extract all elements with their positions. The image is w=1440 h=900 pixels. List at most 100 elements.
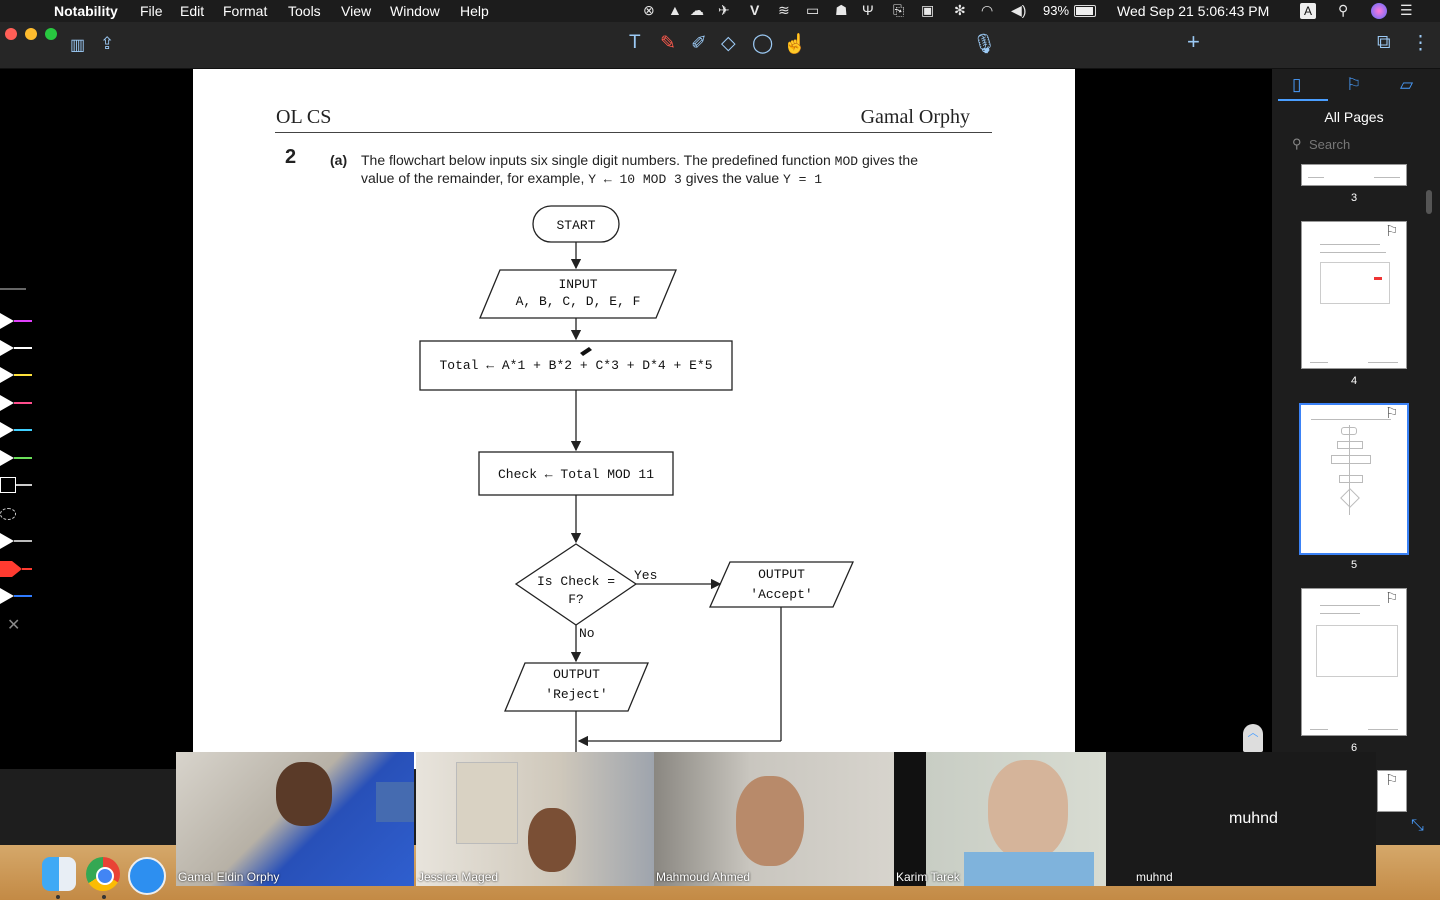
status-icon[interactable]: ≋	[778, 2, 790, 18]
pen-preset-magenta[interactable]	[0, 313, 32, 329]
lasso-preset-icon[interactable]	[0, 506, 30, 522]
pen-preset-white[interactable]	[0, 340, 32, 356]
video-tile[interactable]: Karim Tarek	[894, 752, 1106, 886]
microphone-icon[interactable]: 🎙	[972, 34, 997, 55]
page-thumbnail[interactable]	[1377, 770, 1407, 812]
volume-icon[interactable]: ◀)	[1011, 2, 1027, 18]
status-icon[interactable]: ⊗	[643, 2, 655, 18]
menu-file[interactable]: File	[140, 3, 163, 19]
page-thumbnail[interactable]	[1301, 164, 1407, 186]
menu-window[interactable]: Window	[390, 3, 440, 19]
spotlight-icon[interactable]: ⚲	[1338, 2, 1349, 18]
more-options-icon[interactable]: ⋮	[1411, 33, 1430, 54]
video-tile[interactable]: Mahmoud Ahmed	[654, 752, 894, 886]
close-window-button[interactable]	[5, 28, 17, 40]
pen-preset-blue[interactable]	[0, 588, 32, 604]
input-label-line1: INPUT	[558, 277, 598, 292]
pages-view-icon[interactable]: ⧉	[1377, 32, 1391, 53]
selected-tab-indicator	[1278, 99, 1328, 101]
menu-view[interactable]: View	[341, 3, 372, 19]
menu-tools[interactable]: Tools	[288, 3, 321, 19]
video-tile[interactable]: Gamal Eldin Orphy	[176, 752, 414, 886]
reject-label-line2: 'Reject'	[545, 687, 608, 702]
sidebar-title: All Pages	[1324, 109, 1384, 125]
total-label: Total ← A*1 + B*2 + C*3 + D*4 + E*5	[439, 358, 713, 373]
add-page-icon[interactable]: +	[1187, 29, 1200, 54]
clock[interactable]: Wed Sep 21 5:06:43 PM	[1117, 3, 1270, 19]
bluetooth-icon[interactable]: ✻	[954, 2, 966, 18]
sidebar-toggle-icon[interactable]: ▥	[70, 37, 86, 54]
outline-tab-icon[interactable]: ▱	[1400, 75, 1414, 94]
sidebar-scrollbar[interactable]	[1426, 190, 1432, 214]
status-icon[interactable]: ☗	[835, 2, 848, 18]
bookmark-icon[interactable]: ⚐	[1385, 405, 1399, 422]
pages-tab-icon[interactable]: ▯	[1292, 75, 1302, 94]
status-icon[interactable]: Ψ	[862, 2, 874, 18]
share-icon[interactable]: ⇪	[100, 34, 115, 53]
bookmark-icon[interactable]: ⚐	[1385, 772, 1399, 789]
thumbnail-shape	[1331, 455, 1371, 464]
pen-preset-green[interactable]	[0, 450, 32, 466]
document-page[interactable]: OL CS Gamal Orphy 2 (a) The flowchart be…	[193, 69, 1075, 769]
expand-icon[interactable]: ⤡	[1411, 817, 1424, 834]
lasso-icon[interactable]: ◯	[752, 33, 774, 54]
page-thumbnail[interactable]	[1301, 588, 1407, 736]
close-palette-icon[interactable]: ✕	[7, 617, 21, 634]
chrome-icon[interactable]	[86, 857, 120, 891]
status-icon[interactable]: ☁	[690, 2, 704, 18]
safari-icon[interactable]	[128, 857, 166, 895]
video-tile[interactable]: muhnd muhnd	[1106, 752, 1376, 886]
page-thumbnail[interactable]	[1301, 221, 1407, 369]
battery-icon[interactable]	[1074, 5, 1096, 17]
status-icon[interactable]: ▲	[668, 2, 682, 18]
control-center-icon[interactable]: ☰	[1400, 2, 1413, 18]
eraser-icon[interactable]: ◇	[721, 33, 736, 54]
zoom-window-button[interactable]	[45, 28, 57, 40]
app-menu[interactable]: Notability	[54, 3, 118, 19]
text-tool-icon[interactable]: T	[629, 32, 641, 53]
menu-edit[interactable]: Edit	[180, 3, 205, 19]
pen-tool-icon[interactable]: ✎	[660, 33, 676, 54]
highlighter-preset[interactable]	[0, 477, 32, 493]
accept-label-line2: 'Accept'	[750, 587, 813, 602]
input-source[interactable]: A	[1300, 3, 1316, 19]
menu-format[interactable]: Format	[223, 3, 268, 19]
search-icon[interactable]: ⚲	[1292, 136, 1302, 151]
decision-label-line1: Is Check =	[536, 574, 615, 589]
status-icon[interactable]: ▭	[806, 2, 820, 18]
status-icon[interactable]: ⎘	[893, 2, 905, 18]
wall-painting	[376, 782, 414, 822]
battery-percent: 93%	[1043, 3, 1070, 18]
highlighter-icon[interactable]: ✐	[691, 33, 707, 54]
pen-preset-cyan[interactable]	[0, 422, 32, 438]
participant-name: muhnd	[1136, 870, 1173, 884]
pen-cursor-icon	[580, 347, 592, 356]
scroll-up-handle[interactable]: ︿	[1243, 724, 1263, 752]
bookmark-icon[interactable]: ⚐	[1385, 223, 1399, 240]
participant-name: Mahmoud Ahmed	[656, 870, 751, 884]
pen-preset-pink[interactable]	[0, 395, 32, 411]
bookmark-icon[interactable]: ⚐	[1385, 590, 1399, 607]
video-tile[interactable]: Jessica Maged	[416, 752, 654, 886]
thumbnail-shape	[1340, 488, 1360, 508]
thumbnail-mark	[1374, 277, 1382, 280]
wall-poster	[456, 762, 518, 844]
finder-icon[interactable]	[42, 857, 76, 891]
bookmark-tab-icon[interactable]: ⚐	[1346, 75, 1362, 94]
pen-preset-white-2[interactable]	[0, 533, 32, 549]
pointer-tool-icon[interactable]: ☝	[783, 34, 807, 55]
status-icon[interactable]: V	[750, 2, 760, 18]
menu-help[interactable]: Help	[460, 3, 489, 19]
siri-icon[interactable]	[1371, 3, 1387, 19]
status-icon[interactable]: ▣	[921, 2, 935, 18]
page-thumbnail-selected[interactable]	[1299, 403, 1409, 555]
menu-bar: Notability File Edit Format Tools View W…	[0, 0, 1440, 22]
sidebar-search-input[interactable]: Search	[1309, 137, 1351, 152]
wifi-icon[interactable]: ◠	[981, 2, 994, 18]
minimize-window-button[interactable]	[25, 28, 37, 40]
pen-preset-yellow[interactable]	[0, 367, 32, 383]
pen-preset-red-selected[interactable]	[0, 561, 32, 577]
page-number: 6	[1350, 742, 1358, 754]
participant-face	[736, 776, 804, 866]
status-icon[interactable]: ✈	[718, 2, 730, 18]
